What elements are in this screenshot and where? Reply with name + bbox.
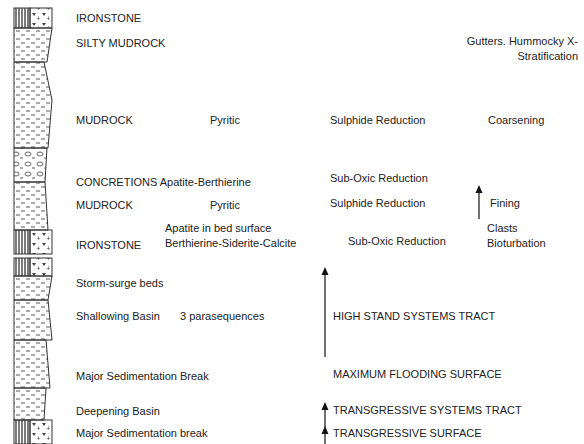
arrow-head — [322, 267, 329, 275]
annotation-label: Sub-Oxic Reduction — [330, 171, 428, 185]
annotation-label: Shallowing Basin — [76, 309, 160, 323]
ironstone-bed — [30, 8, 52, 28]
annotation-label: 3 parasequences — [180, 309, 264, 323]
lithology-label: IRONSTONE — [76, 11, 141, 25]
annotation-label: Sulphide Reduction — [330, 113, 425, 127]
lithology-label: MUDROCK — [76, 113, 133, 127]
annotation-label: Major Sedimentation break — [76, 426, 207, 440]
annotation-label: Storm-surge beds — [76, 276, 163, 290]
ironstone-bed — [14, 8, 30, 28]
annotation-label: Pyritic — [210, 198, 240, 212]
annotation-label: Coarsening — [488, 113, 544, 127]
ironstone-bed — [14, 258, 30, 276]
silty-mudrock-bed — [14, 28, 52, 62]
annotation-label: Apatite in bed surface — [165, 221, 271, 235]
storm-bed — [14, 276, 52, 300]
fining-arrow — [478, 192, 479, 219]
annotation-label: Sub-Oxic Reduction — [348, 234, 446, 248]
parasequence-bed — [14, 340, 50, 388]
lithology-label: SILTY MUDROCK — [76, 36, 165, 50]
surface-arrow — [324, 433, 325, 444]
surface-label: MAXIMUM FLOODING SURFACE — [333, 367, 502, 381]
structure-note: Gutters. Hummocky X-Stratification — [456, 34, 578, 64]
arrow-head — [322, 426, 329, 434]
ironstone-bed — [30, 230, 52, 254]
mudrock-bed — [14, 62, 52, 148]
highstand-arrow — [324, 274, 325, 357]
annotation-label: Bioturbation — [487, 236, 546, 250]
annotation-label: Fining — [490, 196, 520, 210]
ironstone-bed — [30, 258, 52, 276]
ironstone-bed — [14, 420, 30, 444]
lithology-label: MUDROCK — [76, 198, 133, 212]
lower-column — [14, 258, 52, 444]
systems-tract-label: TRANSGRESSIVE SYSTEMS TRACT — [333, 403, 522, 417]
arrow-head — [322, 402, 329, 410]
surface-label: TRANSGRESSIVE SURFACE — [333, 426, 482, 440]
annotation-label: Pyritic — [210, 113, 240, 127]
basin-bed — [14, 388, 46, 420]
systems-tract-label: HIGH STAND SYSTEMS TRACT — [333, 309, 495, 323]
mudrock-bed — [14, 182, 48, 230]
parasequence-bed — [14, 300, 52, 340]
lithology-label: CONCRETIONS Apatite-Berthierine — [76, 175, 251, 189]
ironstone-bed — [30, 420, 52, 444]
annotation-label: Deepening Basin — [76, 404, 160, 418]
annotation-label: Sulphide Reduction — [330, 196, 425, 210]
annotation-label: Major Sedimentation Break — [76, 369, 209, 383]
lithology-label: IRONSTONE — [76, 238, 141, 252]
arrow-head — [476, 185, 483, 193]
annotation-label: Clasts — [487, 221, 518, 235]
ironstone-bed — [14, 230, 30, 254]
annotation-label: Berthierine-Siderite-Calcite — [165, 236, 296, 250]
upper-column — [14, 8, 52, 254]
concretion-bed — [14, 148, 47, 182]
